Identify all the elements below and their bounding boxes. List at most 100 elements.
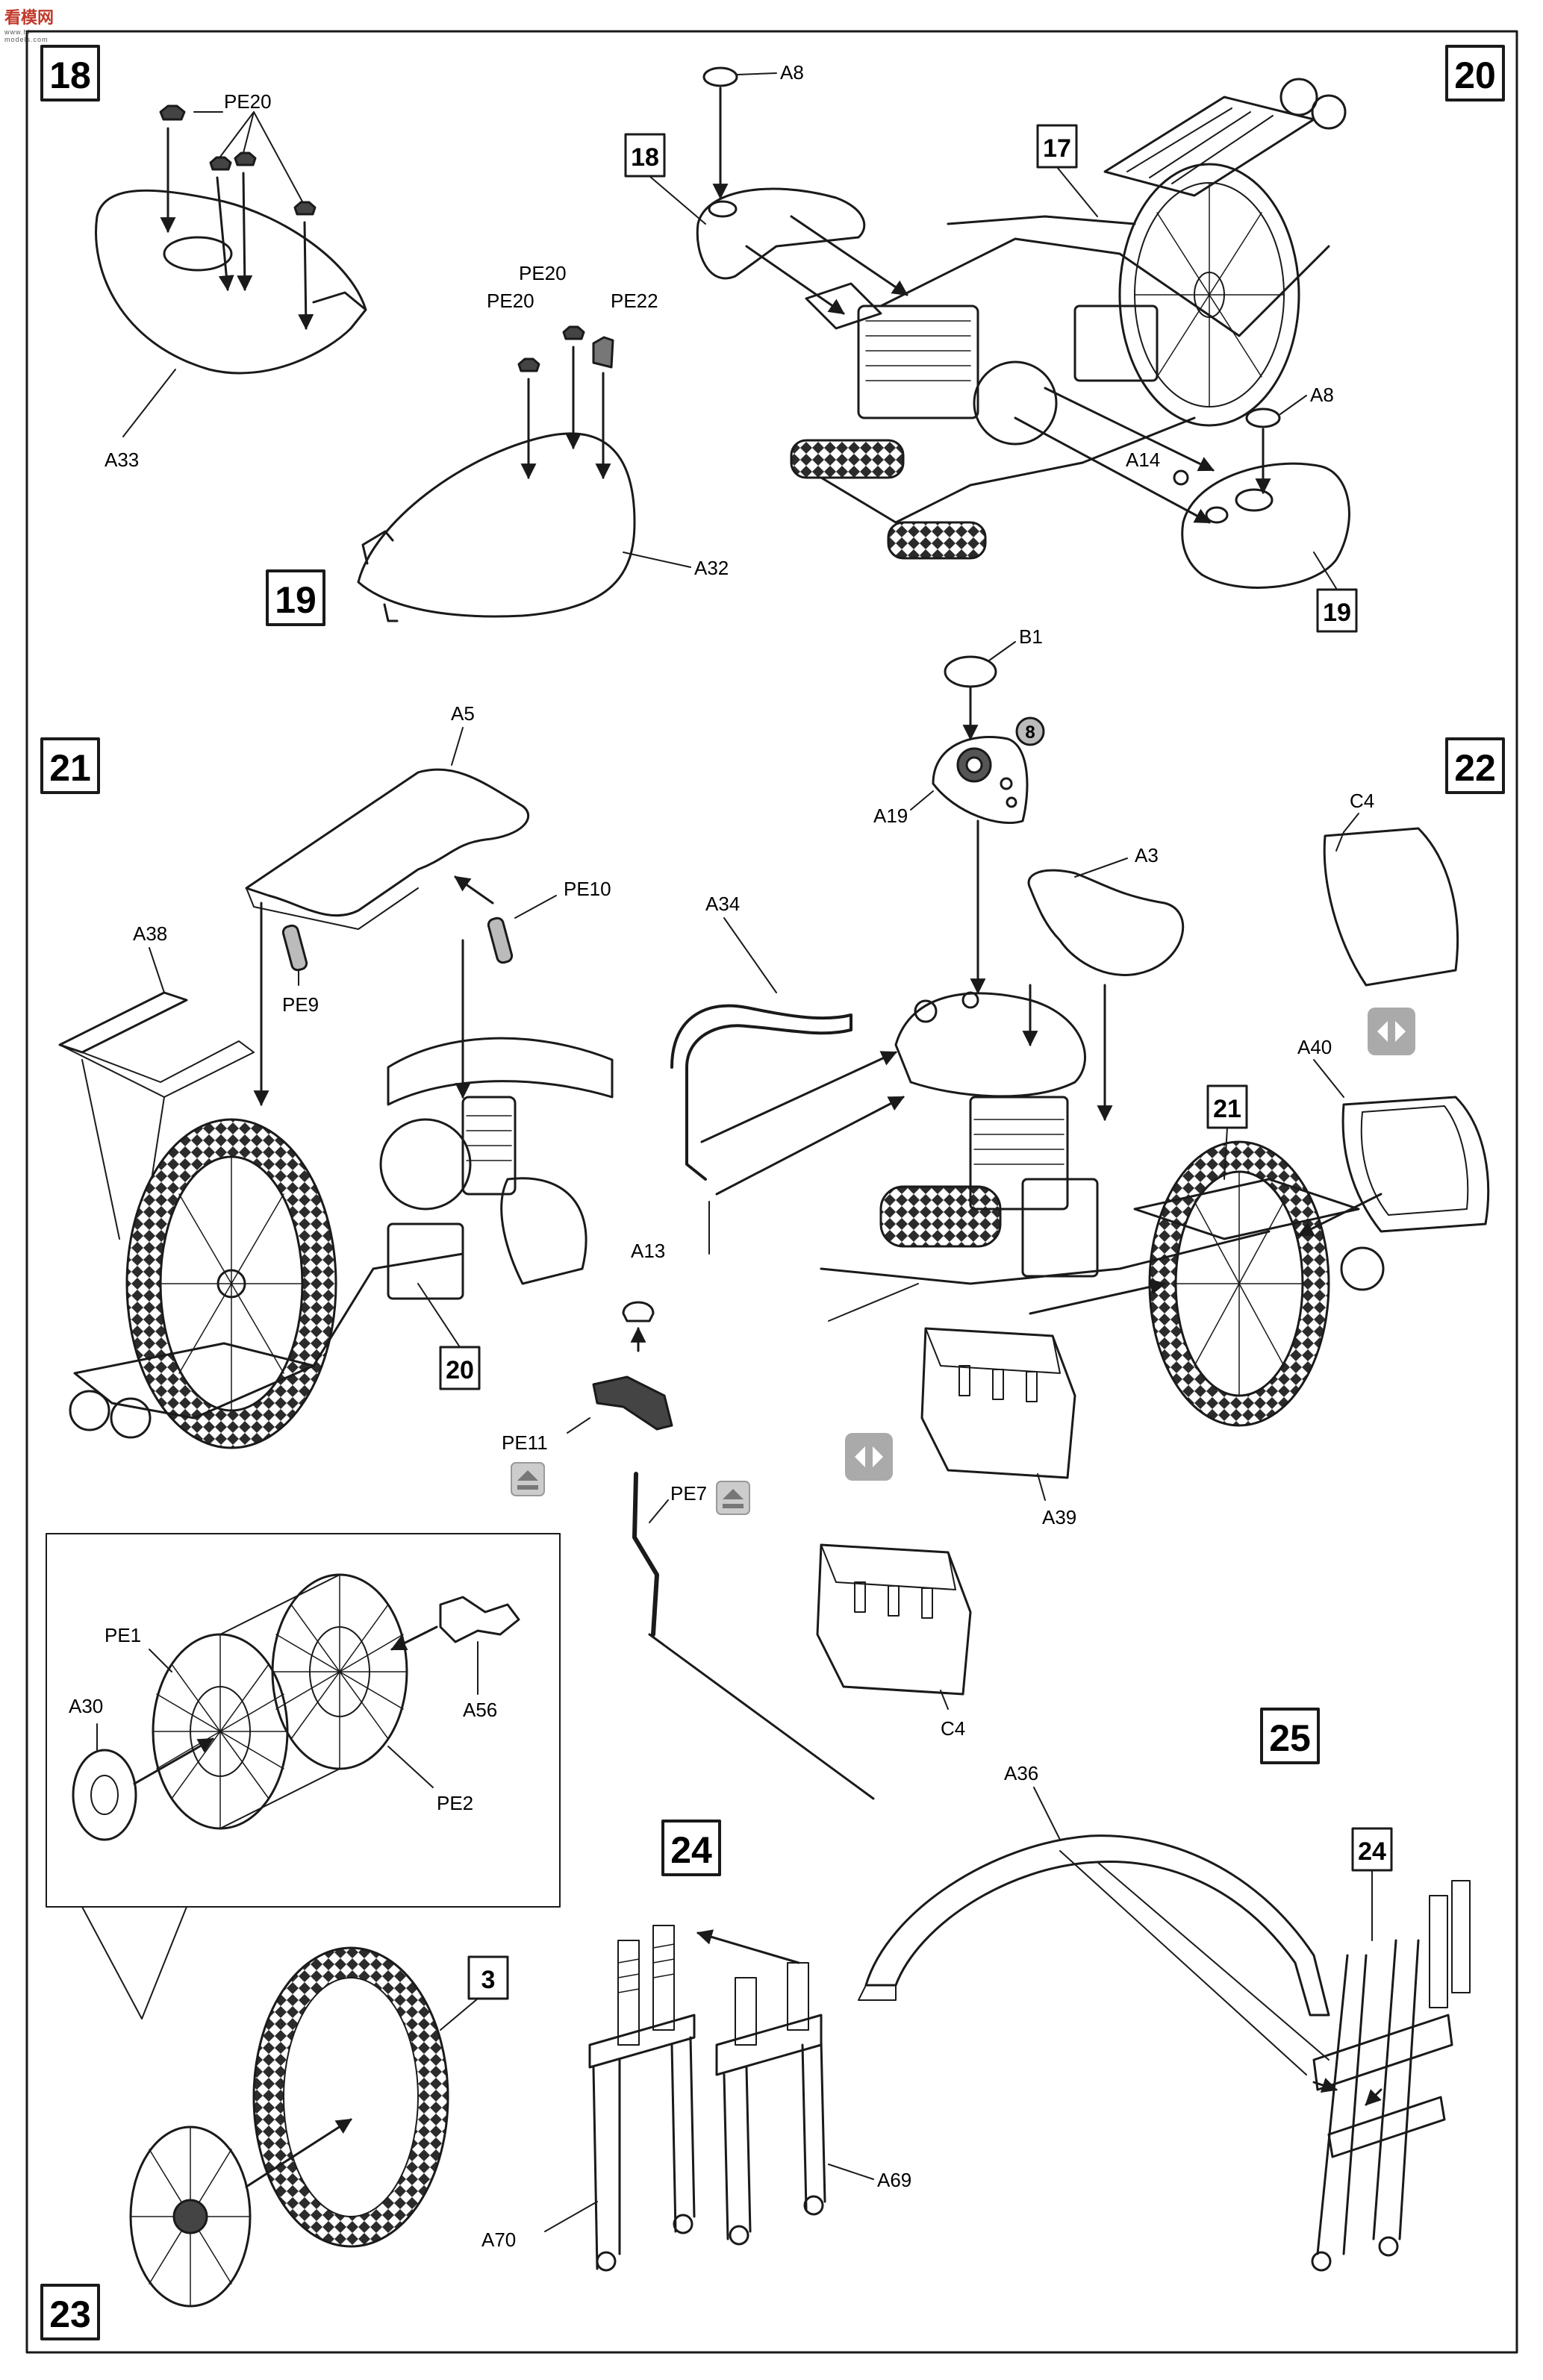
cylinder xyxy=(461,1096,517,1196)
battery-box xyxy=(1021,1178,1099,1278)
part-label-pe9: PE9 xyxy=(282,993,319,1016)
part-label-a30: A30 xyxy=(69,1695,103,1717)
fork-assembly-25 xyxy=(1311,1880,1471,2272)
detail-pointer xyxy=(81,1906,187,2020)
leader xyxy=(828,2164,874,2180)
part-label-pe10: PE10 xyxy=(564,878,611,900)
step-24: 24 A70 A69 xyxy=(481,1820,911,2272)
pedal-pe11 xyxy=(592,1375,673,1431)
leader xyxy=(253,111,303,202)
part-label-a3: A3 xyxy=(1135,844,1159,866)
part-a13 xyxy=(622,1301,655,1322)
part-label-a34: A34 xyxy=(705,893,740,915)
mirror-icon xyxy=(845,1433,893,1481)
front-fender-mount xyxy=(805,282,882,330)
tank-half-upper xyxy=(696,187,866,280)
leader xyxy=(988,641,1016,661)
arrow xyxy=(715,1096,905,1196)
arrow xyxy=(133,1737,214,1785)
lens-b1 xyxy=(944,655,997,688)
ref-number: 18 xyxy=(631,143,659,172)
fork-a70 xyxy=(588,1925,696,2272)
arrow xyxy=(1014,416,1211,524)
part-a14 xyxy=(1173,469,1189,486)
kickstand-substep: A13 PE11 PE7 xyxy=(502,1240,875,1800)
leader xyxy=(723,917,777,993)
ref-number: 24 xyxy=(1358,1837,1386,1866)
leader xyxy=(1056,166,1098,217)
arrow xyxy=(454,875,494,905)
leader xyxy=(910,790,934,810)
seat-a3 xyxy=(1027,869,1185,976)
paint-ref-8 xyxy=(1015,716,1045,746)
tank-half-lower xyxy=(1181,462,1350,589)
part-a56 xyxy=(439,1596,520,1643)
step-number: 23 xyxy=(49,2293,91,2335)
arrow xyxy=(1029,1278,1167,1315)
step-25: 25 A36 24 xyxy=(858,1708,1471,2272)
leader xyxy=(737,72,777,75)
part-label-pe20: PE20 xyxy=(519,262,567,284)
frame-a40 xyxy=(1341,1096,1490,1233)
ref-number: 20 xyxy=(446,1356,474,1384)
part-label-a56: A56 xyxy=(463,1699,497,1721)
part-label-pe20: PE20 xyxy=(224,90,272,113)
step-number-box xyxy=(1260,1708,1320,1764)
part-label-c4: C4 xyxy=(1350,790,1374,812)
tank-half-a33 xyxy=(95,189,367,375)
leader xyxy=(417,1283,461,1348)
part-label-a40: A40 xyxy=(1297,1036,1332,1058)
step-number: 20 xyxy=(1454,54,1496,96)
step-20: 20 18 17 19 A8 xyxy=(624,45,1505,633)
fender-a36 xyxy=(864,1834,1330,2017)
step-number-box xyxy=(40,737,100,794)
bracket-pe10 xyxy=(487,916,514,964)
part-label-a39: A39 xyxy=(1042,1506,1076,1528)
crankcase xyxy=(500,1177,587,1285)
part-label-a32: A32 xyxy=(694,557,729,579)
part-label-a36: A36 xyxy=(1004,1762,1038,1784)
part-label-pe22: PE22 xyxy=(611,290,658,312)
step-number: 19 xyxy=(275,579,317,621)
step-number-box xyxy=(40,45,100,101)
ref-box xyxy=(624,133,666,178)
leader xyxy=(122,369,176,437)
filler-opening xyxy=(163,236,233,272)
step-23: PE1 PE2 A30 A56 3 23 xyxy=(40,1533,561,2340)
leader xyxy=(149,1649,172,1672)
cap-a8 xyxy=(1245,407,1281,428)
rear-rack xyxy=(1133,1178,1360,1240)
arrow xyxy=(745,245,845,315)
leader xyxy=(1313,1059,1344,1098)
rear-rack xyxy=(1103,96,1315,197)
part-label-b1: B1 xyxy=(1019,625,1043,648)
part-label-c4: C4 xyxy=(941,1717,965,1740)
leader xyxy=(649,1499,669,1523)
engine-block xyxy=(857,304,979,419)
leader xyxy=(649,175,706,225)
leader xyxy=(387,1746,434,1788)
leader xyxy=(451,727,464,766)
leader xyxy=(567,1417,590,1434)
ref-number: 3 xyxy=(481,1966,496,1994)
arrow xyxy=(245,2118,352,2188)
tank-mount-lower xyxy=(383,603,399,622)
rod-pe7 xyxy=(632,1472,659,1637)
rack-a38 xyxy=(58,991,188,1054)
battery-box xyxy=(1073,304,1159,382)
kickstand-rod xyxy=(648,1633,875,1800)
leader xyxy=(219,111,255,157)
part-label-pe2: PE2 xyxy=(437,1792,473,1814)
leader xyxy=(623,552,691,568)
part-label-a8: A8 xyxy=(780,61,804,84)
part-label-a8: A8 xyxy=(1310,384,1334,406)
frame-tube xyxy=(879,237,1330,337)
tank-filler xyxy=(708,200,738,218)
part-label-a70: A70 xyxy=(481,2228,516,2251)
step-number: 25 xyxy=(1269,1717,1311,1759)
arrow xyxy=(1297,1193,1383,1237)
seat-a5 xyxy=(245,768,530,917)
arrow xyxy=(790,215,908,296)
cap-a8 xyxy=(702,66,738,87)
part-label-a13: A13 xyxy=(631,1240,665,1262)
